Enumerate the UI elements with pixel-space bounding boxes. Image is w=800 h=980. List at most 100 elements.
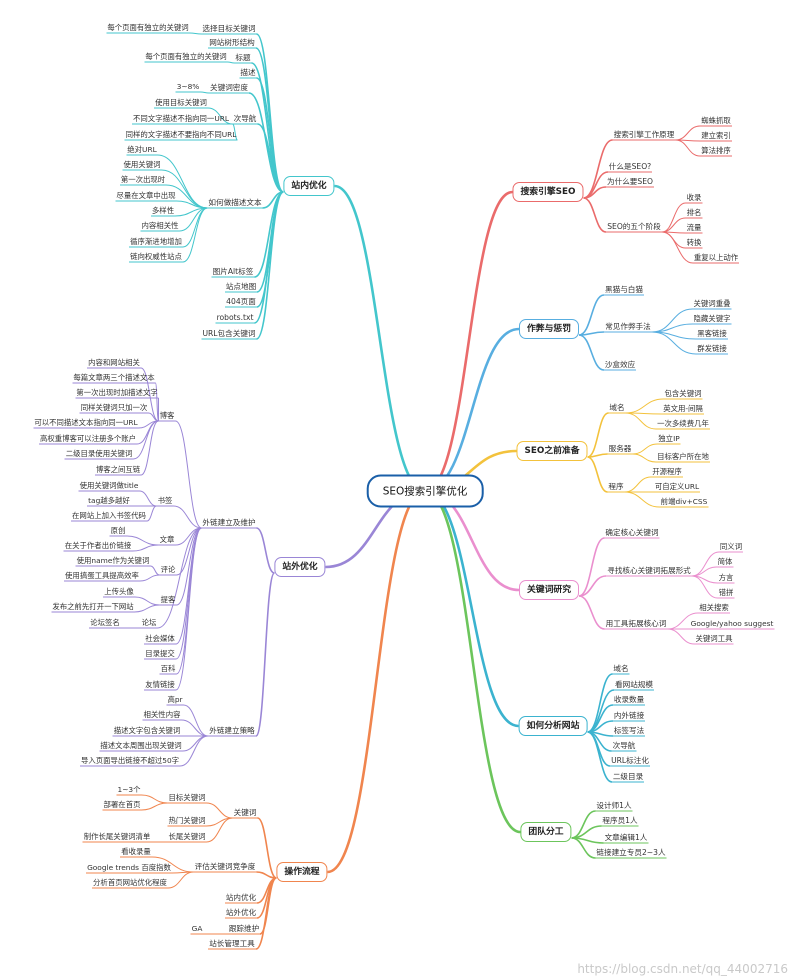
node-node[interactable]: 论坛签名 xyxy=(90,618,120,627)
node-404[interactable]: 404页面 xyxy=(226,297,256,306)
node-node[interactable]: 网站树形结构 xyxy=(209,38,255,47)
node-alt[interactable]: 图片Alt标签 xyxy=(212,267,254,276)
node-node[interactable]: 目标客户所在地 xyxy=(657,452,709,461)
node-node[interactable]: 第一次出现时加描述文字 xyxy=(76,388,158,397)
node-node[interactable]: 流量 xyxy=(686,223,702,232)
node-node[interactable]: 算法排序 xyxy=(701,146,731,155)
node-node[interactable]: 多样性 xyxy=(151,206,175,215)
node-node[interactable]: 每篇文章两三个描述文本 xyxy=(73,373,155,382)
node-node[interactable]: 第一次出现时 xyxy=(120,175,166,184)
node-node[interactable]: 用工具拓展核心词 xyxy=(605,619,667,628)
node-node[interactable]: 外链建立策略 xyxy=(209,726,255,735)
node-node[interactable]: 链向权威性站点 xyxy=(130,252,182,261)
node-node[interactable]: 评论 xyxy=(160,565,176,574)
node-node[interactable]: 使用目标关键词 xyxy=(155,98,207,107)
node-node[interactable]: 方言 xyxy=(718,573,734,582)
node-title[interactable]: 使用关键词做title xyxy=(79,481,139,490)
node-node[interactable]: 博客之间互链 xyxy=(95,465,141,474)
node-node[interactable]: 黑客链接 xyxy=(697,329,727,338)
node-1[interactable]: 设计师1人 xyxy=(596,801,632,810)
node-node[interactable]: 描述文字包含关键词 xyxy=(113,726,181,735)
node-node[interactable]: 每个页面有独立的关键词 xyxy=(107,23,189,32)
node-node[interactable]: 常见作弊手法 xyxy=(605,322,651,331)
node-url[interactable]: 同样的文字描述不要指向不同URL xyxy=(125,130,237,139)
node-node[interactable]: 收录 xyxy=(686,193,702,202)
node-node[interactable]: 排名 xyxy=(686,208,702,217)
node-node[interactable]: 原创 xyxy=(110,526,126,535)
node-url[interactable]: 绝对URL xyxy=(127,145,157,154)
node-node[interactable]: 英文用-间隔 xyxy=(663,404,703,413)
node-node[interactable]: 描述 xyxy=(240,68,256,77)
node-node[interactable]: 群发链接 xyxy=(697,344,727,353)
branch-onsite[interactable]: 站内优化 xyxy=(283,176,335,196)
branch-cheat[interactable]: 作弊与惩罚 xyxy=(519,319,579,339)
node-node[interactable]: 一次多续费几年 xyxy=(657,419,709,428)
node-node[interactable]: 分析首页网站优化程度 xyxy=(93,878,167,887)
node-node[interactable]: 沙盒效应 xyxy=(604,360,636,369)
node-node[interactable]: 制作长尾关键词清单 xyxy=(83,832,151,841)
node-url[interactable]: 不同文字描述不指向同一URL xyxy=(133,114,229,123)
node-node[interactable]: 关键词 xyxy=(233,808,257,817)
node-ip[interactable]: 独立IP xyxy=(658,434,680,443)
node-node[interactable]: 社会媒体 xyxy=(145,634,175,643)
node-tag[interactable]: tag越多越好 xyxy=(88,496,130,505)
node-node[interactable]: 跟踪维护 xyxy=(228,924,260,933)
node-node[interactable]: 同义词 xyxy=(719,542,743,551)
node-1-3[interactable]: 1~3个 xyxy=(117,785,141,794)
node-node[interactable]: 域名 xyxy=(613,664,629,673)
node-1[interactable]: 文章编辑1人 xyxy=(604,833,648,842)
node-node[interactable]: 站长管理工具 xyxy=(209,939,255,948)
node-node[interactable]: 在关于作者出价链接 xyxy=(64,541,132,550)
node-node[interactable]: 简体 xyxy=(717,557,733,566)
node-node[interactable]: 域名 xyxy=(609,403,625,412)
root-node[interactable]: SEO搜索引擎优化 xyxy=(366,474,484,508)
node-node[interactable]: 部署在首页 xyxy=(103,800,141,809)
node-3-8[interactable]: 3~8% xyxy=(176,82,200,91)
branch-flow[interactable]: 操作流程 xyxy=(276,862,328,882)
node-node[interactable]: 关键词密度 xyxy=(210,83,248,92)
node-node[interactable]: 高权重博客可以注册多个账户 xyxy=(39,434,137,443)
node-robots-txt[interactable]: robots.txt xyxy=(216,313,254,322)
node-seo[interactable]: 为什么要SEO xyxy=(607,177,653,186)
node-node[interactable]: 次导航 xyxy=(612,741,636,750)
node-node[interactable]: 内容和网站相关 xyxy=(88,358,140,367)
node-ga[interactable]: GA xyxy=(191,924,203,933)
node-pr[interactable]: 高pr xyxy=(167,695,183,704)
node-node[interactable]: 站外优化 xyxy=(225,908,257,917)
node-node[interactable]: 描述文本周围出现关键词 xyxy=(100,741,182,750)
node-node[interactable]: 确定核心关键词 xyxy=(605,528,659,537)
node-node[interactable]: 错拼 xyxy=(718,588,734,597)
node-node[interactable]: 使用搞蛋工具提高效率 xyxy=(65,571,139,580)
node-node[interactable]: 友情链接 xyxy=(145,680,175,689)
node-node[interactable]: 在网站上加入书签代码 xyxy=(72,511,146,520)
node-node[interactable]: 黑猫与白猫 xyxy=(605,285,643,294)
node-url[interactable]: 可自定义URL xyxy=(654,482,700,491)
node-node[interactable]: 隐藏关键字 xyxy=(693,314,731,323)
node-node[interactable]: 内容相关性 xyxy=(141,221,179,230)
node-node[interactable]: 选择目标关键词 xyxy=(202,24,256,33)
node-node[interactable]: 站内优化 xyxy=(225,893,257,902)
node-seo[interactable]: 什么是SEO? xyxy=(608,162,652,171)
node-2-3[interactable]: 链接建立专员2~3人 xyxy=(596,848,666,857)
node-url[interactable]: 可以不同描述文本指向同一URL xyxy=(34,418,138,427)
node-node[interactable]: 关键词工具 xyxy=(695,634,733,643)
node-url[interactable]: URL标注化 xyxy=(611,756,649,765)
node-url[interactable]: URL包含关键词 xyxy=(202,329,256,338)
branch-analyze[interactable]: 如何分析网站 xyxy=(518,716,588,736)
node-node[interactable]: 搜索引擎工作原理 xyxy=(613,130,675,139)
node-node[interactable]: 寻找核心关键词拓展形式 xyxy=(607,566,691,575)
node-google-trends[interactable]: Google trends 百度指数 xyxy=(87,863,171,872)
node-node[interactable]: 提客 xyxy=(160,595,176,604)
node-node[interactable]: 开源程序 xyxy=(652,467,682,476)
node-node[interactable]: 关键词重叠 xyxy=(693,299,731,308)
node-node[interactable]: 相关搜索 xyxy=(699,603,729,612)
node-node[interactable]: 内外链接 xyxy=(613,711,645,720)
node-node[interactable]: 服务器 xyxy=(608,444,632,453)
branch-team[interactable]: 团队分工 xyxy=(520,822,572,842)
node-node[interactable]: 博客 xyxy=(159,411,175,420)
node-node[interactable]: 次导航 xyxy=(233,114,257,123)
node-node[interactable]: 百科 xyxy=(160,664,176,673)
node-node[interactable]: 包含关键词 xyxy=(664,389,702,398)
node-node[interactable]: 每个页面有独立的关键词 xyxy=(145,52,227,61)
branch-offsite[interactable]: 站外优化 xyxy=(274,557,326,577)
